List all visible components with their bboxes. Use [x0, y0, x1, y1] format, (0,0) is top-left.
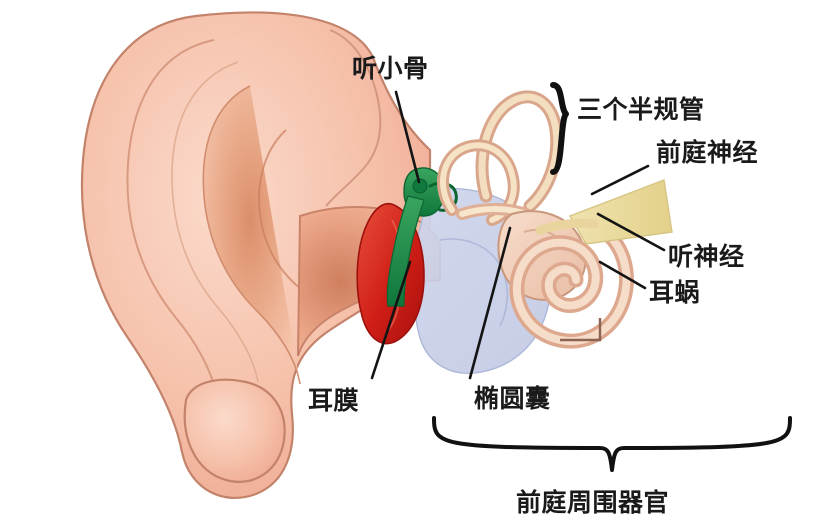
label-eardrum: 耳膜: [308, 386, 360, 415]
nerve-bundle: [535, 179, 673, 245]
label-semicircular-canals: 三个半规管: [577, 95, 705, 124]
label-peripheral-vestibular-organs: 前庭周围器官: [516, 488, 670, 517]
brace-peripheral-vestibular-organs: [432, 416, 792, 472]
cochlea-spiral: [509, 218, 634, 349]
leader-cochlea: [598, 260, 647, 290]
label-cochlea: 耳蜗: [649, 278, 701, 307]
leader-lines: [370, 90, 666, 380]
leader-ossicles: [394, 90, 421, 184]
label-vestibular-nerve: 前庭神经: [656, 138, 759, 167]
brace-semicircular-canals: [550, 82, 569, 175]
label-utricle: 椭圆囊: [474, 384, 551, 413]
label-ossicles: 听小骨: [352, 54, 429, 83]
leader-auditory-nerve: [596, 212, 666, 252]
leader-utricle: [468, 226, 512, 380]
label-auditory-nerve: 听神经: [668, 242, 745, 271]
leader-vestibular-nerve: [590, 164, 650, 196]
leader-eardrum: [370, 260, 412, 380]
